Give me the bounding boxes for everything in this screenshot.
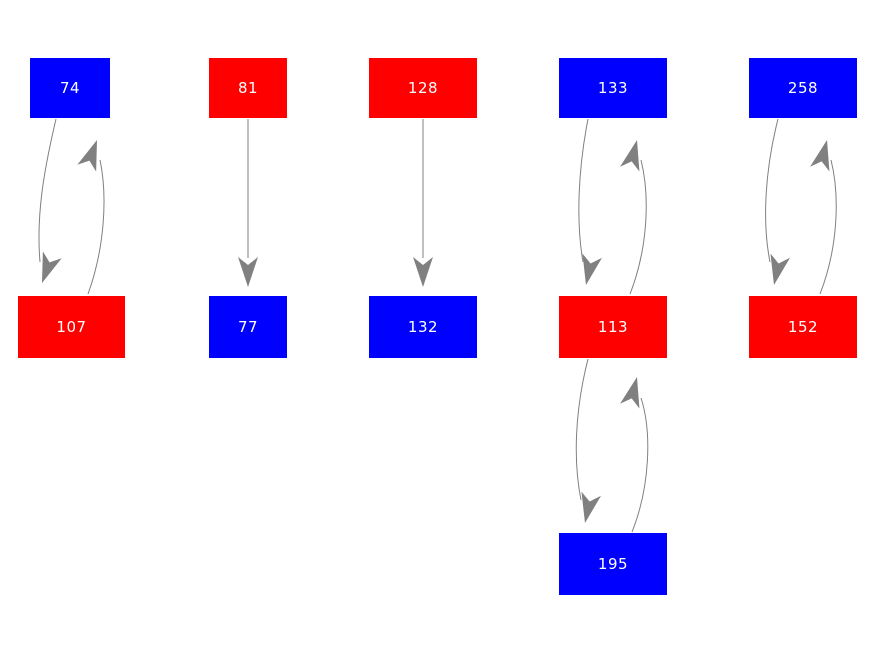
node-label: 74 xyxy=(59,78,81,97)
node-label: 133 xyxy=(597,78,629,97)
node-113[interactable]: 113 xyxy=(559,296,667,358)
edge-arrowhead xyxy=(581,491,602,523)
edge-arrowhead xyxy=(810,140,830,172)
node-81[interactable]: 81 xyxy=(209,58,287,118)
node-label: 195 xyxy=(597,554,629,573)
edge-arrowhead xyxy=(42,251,62,283)
node-132[interactable]: 132 xyxy=(369,296,477,358)
edge-line: 113 → 133 xyxy=(629,159,647,295)
node-label: 258 xyxy=(787,78,819,97)
node-label: 77 xyxy=(237,317,259,336)
edge-arrowhead xyxy=(582,253,603,285)
node-label: 132 xyxy=(407,317,439,336)
edge-line: 195 → 113 xyxy=(631,397,649,533)
edge-arrowhead xyxy=(413,257,433,287)
edge-arrowhead xyxy=(77,140,97,172)
node-label: 128 xyxy=(407,78,439,97)
edge-arrowhead xyxy=(770,253,791,285)
edge-line: 74 → 107 xyxy=(38,118,57,263)
node-label: 113 xyxy=(597,317,629,336)
edge-line: 133 → 113 xyxy=(578,118,589,263)
node-label: 152 xyxy=(787,317,819,336)
edge-arrowhead xyxy=(620,140,640,172)
node-label: 107 xyxy=(56,317,87,336)
node-133[interactable]: 133 xyxy=(559,58,667,118)
node-label: 81 xyxy=(237,78,259,97)
edge-arrowhead xyxy=(238,257,258,287)
edge-line: 152 → 258 xyxy=(819,159,837,295)
edge-line: 258 → 152 xyxy=(765,118,779,263)
node-258[interactable]: 258 xyxy=(749,58,857,118)
edge-arrowhead xyxy=(620,377,640,409)
edge-line: 113 → 195 xyxy=(575,358,589,501)
node-74[interactable]: 74 xyxy=(30,58,110,118)
node-107[interactable]: 107 xyxy=(18,296,125,358)
edge-line: 107 → 74 xyxy=(87,159,105,295)
node-128[interactable]: 128 xyxy=(369,58,477,118)
node-152[interactable]: 152 xyxy=(749,296,857,358)
node-77[interactable]: 77 xyxy=(209,296,287,358)
node-195[interactable]: 195 xyxy=(559,533,667,595)
